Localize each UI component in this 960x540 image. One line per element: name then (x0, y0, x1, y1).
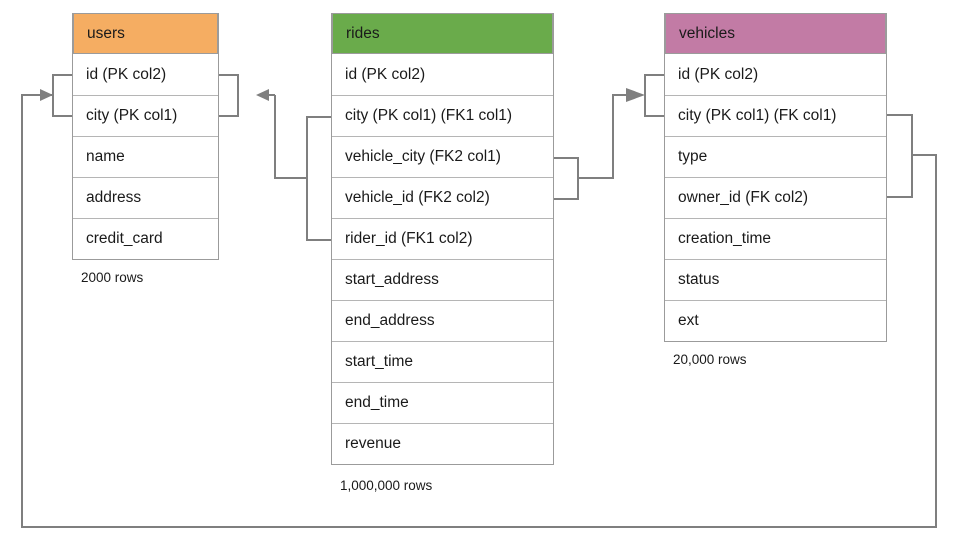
table-users-title: users (87, 24, 125, 42)
field-rides-revenue[interactable]: revenue (332, 423, 553, 464)
field-vehicles-city[interactable]: city (PK col1) (FK col1) (665, 95, 886, 136)
field-rides-start-address[interactable]: start_address (332, 259, 553, 300)
field-users-city[interactable]: city (PK col1) (73, 95, 218, 136)
table-vehicles-title: vehicles (679, 24, 735, 42)
connector-users-right-bracket (219, 74, 239, 117)
field-vehicles-creation-time[interactable]: creation_time (665, 218, 886, 259)
field-rides-start-time[interactable]: start_time (332, 341, 553, 382)
arrow-head-users-right (256, 89, 269, 101)
field-vehicles-owner-id[interactable]: owner_id (FK col2) (665, 177, 886, 218)
field-vehicles-status[interactable]: status (665, 259, 886, 300)
table-vehicles[interactable]: vehicles id (PK col2) city (PK col1) (FK… (664, 13, 887, 342)
field-vehicles-ext[interactable]: ext (665, 300, 886, 341)
field-rides-end-address[interactable]: end_address (332, 300, 553, 341)
connector-rides-right-bracket (554, 157, 579, 200)
field-rides-vehicle-id[interactable]: vehicle_id (FK2 col2) (332, 177, 553, 218)
table-rides-header: rides (332, 13, 553, 54)
table-rides[interactable]: rides id (PK col2) city (PK col1) (FK1 c… (331, 13, 554, 465)
field-vehicles-id[interactable]: id (PK col2) (665, 54, 886, 95)
field-users-name[interactable]: name (73, 136, 218, 177)
row-count-vehicles: 20,000 rows (673, 352, 747, 367)
table-rides-title: rides (346, 24, 380, 42)
row-count-users: 2000 rows (81, 270, 144, 285)
field-rides-rider-id[interactable]: rider_id (FK1 col2) (332, 218, 553, 259)
arrow-head-users-left (40, 89, 53, 101)
connector-rides-left-bracket (306, 116, 331, 241)
connector-vehicles-left-bracket (644, 74, 664, 117)
field-rides-id[interactable]: id (PK col2) (332, 54, 553, 95)
field-users-credit-card[interactable]: credit_card (73, 218, 218, 259)
row-count-rides: 1,000,000 rows (340, 478, 433, 493)
field-vehicles-type[interactable]: type (665, 136, 886, 177)
table-users-header: users (73, 13, 218, 54)
connector-users-left-bracket (52, 74, 72, 117)
arrow-head-vehicles-left (626, 88, 645, 102)
connector-rides-rider-to-users (274, 95, 307, 179)
field-rides-vehicle-city[interactable]: vehicle_city (FK2 col1) (332, 136, 553, 177)
table-users[interactable]: users id (PK col2) city (PK col1) name a… (72, 13, 219, 260)
field-rides-end-time[interactable]: end_time (332, 382, 553, 423)
field-rides-city[interactable]: city (PK col1) (FK1 col1) (332, 95, 553, 136)
connector-vehicles-right-bracket (887, 114, 913, 198)
field-users-address[interactable]: address (73, 177, 218, 218)
connector-rides-vehicle-to-vehicles (578, 94, 626, 179)
table-vehicles-header: vehicles (665, 13, 886, 54)
field-users-id[interactable]: id (PK col2) (73, 54, 218, 95)
